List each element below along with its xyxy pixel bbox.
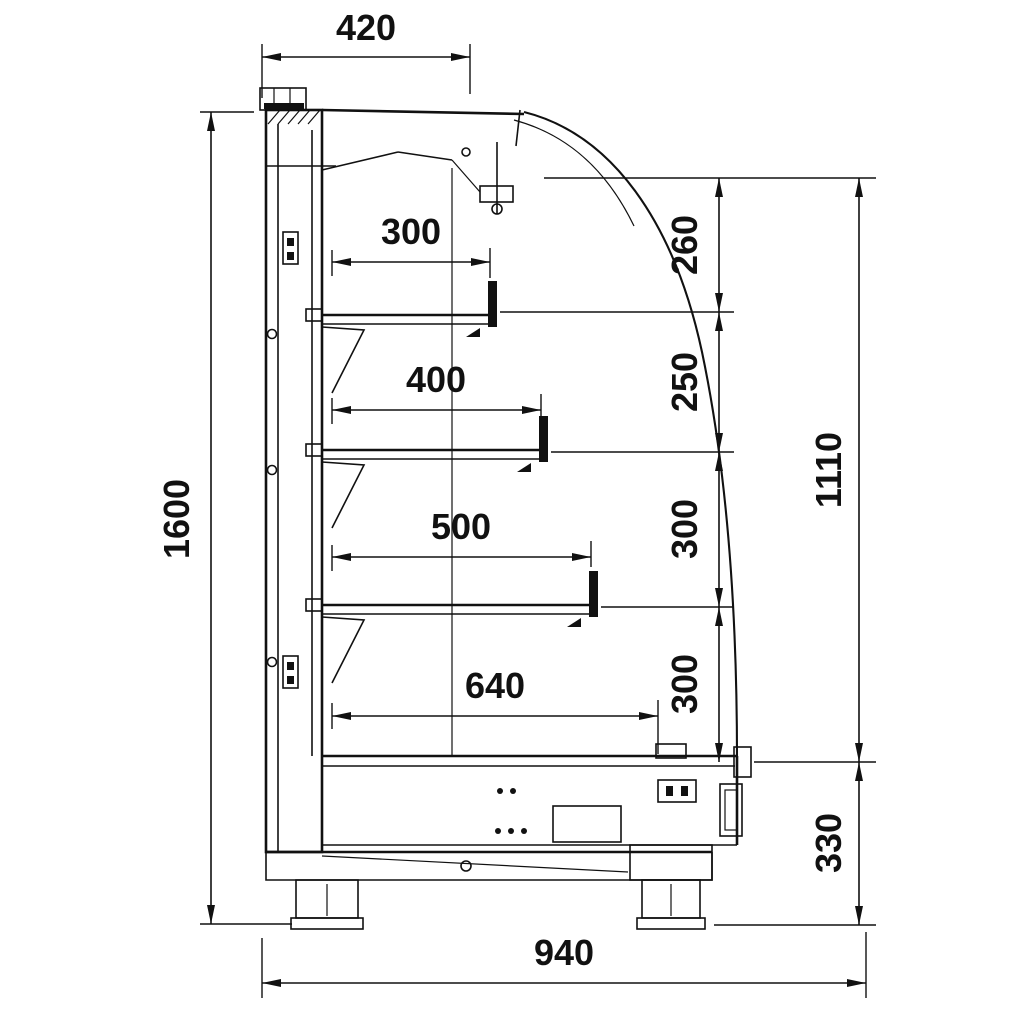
shelf-3 bbox=[305, 571, 598, 684]
shelf-hook bbox=[305, 598, 323, 612]
shelf-hook bbox=[305, 308, 323, 322]
back-panel-outline bbox=[264, 108, 324, 854]
price-rail bbox=[488, 281, 497, 327]
dimension-base-deck-depth: 640 bbox=[331, 665, 659, 754]
panel-top-hatch bbox=[267, 109, 321, 125]
shelf-bracket bbox=[321, 461, 366, 529]
shelf-1 bbox=[305, 281, 497, 394]
foot-pad bbox=[290, 917, 364, 930]
plinth-slope-line bbox=[321, 855, 629, 873]
back-panel bbox=[259, 87, 336, 854]
dimension-overall-height: 1600 bbox=[156, 111, 292, 925]
canopy-underside bbox=[397, 151, 453, 161]
base-access-panel bbox=[552, 805, 622, 843]
dim-label-640: 640 bbox=[465, 665, 525, 706]
shelf-bracket bbox=[321, 326, 366, 394]
dimension-top-depth: 420 bbox=[261, 7, 471, 98]
dimension-overall-depth: 940 bbox=[261, 932, 867, 998]
dimension-shelf1-depth: 300 bbox=[331, 211, 491, 278]
canopy-underside bbox=[321, 151, 399, 171]
shelf-bracket bbox=[321, 616, 366, 684]
canopy-screw-icon bbox=[461, 147, 471, 157]
dim-label-300-gap4: 300 bbox=[664, 654, 705, 714]
shelf-tick bbox=[466, 328, 480, 337]
dimension-right-chain: 1110 330 bbox=[544, 177, 876, 926]
right-foot bbox=[636, 879, 706, 930]
base-unit bbox=[265, 743, 752, 881]
left-foot bbox=[290, 879, 364, 930]
dim-label-500: 500 bbox=[431, 506, 491, 547]
base-badge bbox=[657, 779, 697, 803]
dim-label-1600: 1600 bbox=[156, 479, 197, 559]
dim-label-300-gap3: 300 bbox=[664, 499, 705, 559]
shelf-tick bbox=[567, 618, 581, 627]
dimension-shelf3-depth: 500 bbox=[331, 506, 592, 571]
dim-label-260: 260 bbox=[664, 215, 705, 275]
panel-top-hardware bbox=[259, 87, 307, 111]
dim-label-940: 940 bbox=[534, 932, 594, 973]
dim-label-330: 330 bbox=[808, 813, 849, 873]
dimension-shelf2-depth: 400 bbox=[331, 359, 542, 424]
panel-screw-icon bbox=[266, 656, 278, 668]
glass-clamp-line bbox=[515, 109, 521, 147]
base-vents bbox=[495, 788, 527, 834]
dim-label-250: 250 bbox=[664, 352, 705, 412]
dim-label-1110: 1110 bbox=[808, 432, 849, 508]
curved-glass-inner-line bbox=[513, 119, 635, 227]
panel-screw-icon bbox=[266, 464, 278, 476]
shelf-tick bbox=[517, 463, 531, 472]
dim-label-300-shelf1: 300 bbox=[381, 211, 441, 252]
dim-label-420: 420 bbox=[336, 7, 396, 48]
canopy-top-edge bbox=[321, 108, 525, 116]
base-step-box bbox=[629, 844, 713, 881]
canopy bbox=[321, 108, 525, 215]
front-bumper bbox=[719, 783, 743, 837]
price-rail bbox=[539, 416, 548, 462]
price-rail bbox=[589, 571, 598, 617]
shelf-hook bbox=[305, 443, 323, 457]
deck-front-clip bbox=[655, 743, 687, 759]
foot-pad bbox=[636, 917, 706, 930]
plinth-screw-icon bbox=[460, 860, 472, 872]
panel-screw-icon bbox=[266, 328, 278, 340]
dim-label-400: 400 bbox=[406, 359, 466, 400]
bumper-cap bbox=[733, 746, 752, 778]
dimension-shelf-gap-chain: 260 250 300 300 bbox=[500, 178, 734, 762]
curved-glass-outline bbox=[523, 110, 739, 759]
panel-bracket-upper bbox=[282, 231, 299, 265]
panel-bracket-lower bbox=[282, 655, 299, 689]
glass-front bbox=[513, 110, 739, 759]
shelf-2 bbox=[305, 416, 548, 529]
light-fixture bbox=[451, 142, 514, 215]
